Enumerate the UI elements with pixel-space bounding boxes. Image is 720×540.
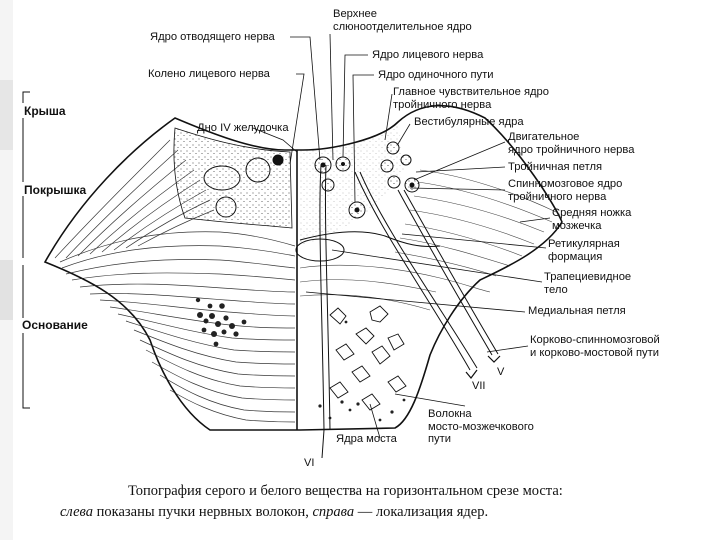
label-fourth-ventricle-floor: Дно IV желудочка — [197, 122, 289, 134]
region-tegmentum: Покрышка — [24, 183, 87, 197]
slide-side-strip — [0, 0, 13, 540]
facial-genu-loops — [203, 154, 284, 218]
nerve-arrows — [465, 355, 501, 379]
nerve-label-vii: VII — [472, 380, 486, 392]
label-medial-lemniscus: Медиальная петля — [528, 305, 626, 317]
nerve-tracts — [319, 164, 499, 459]
region-base: Основание — [22, 318, 88, 332]
pons-outline — [43, 104, 563, 431]
left-fiber-bundles — [54, 139, 296, 423]
reticular-boundary — [299, 231, 441, 247]
label-facial-nucleus: Ядро лицевого нерва — [372, 49, 484, 61]
right-peduncle-fibers — [299, 169, 557, 311]
left-pontine-clusters — [195, 297, 247, 347]
label-vestibular-nuclei: Вестибулярные ядра — [414, 116, 524, 128]
label-pontine-nuclei: Ядра моста — [336, 433, 397, 445]
region-roof: Крыша — [24, 104, 66, 118]
label-trigeminal-lemniscus: Тройничная петля — [508, 161, 603, 173]
region-brackets — [22, 91, 30, 409]
figure-caption: Топография серого и белого вещества на г… — [60, 481, 700, 523]
right-pontine-nuclei — [329, 305, 407, 411]
caption-line-1: Топография серого и белого вещества на г… — [128, 483, 563, 499]
label-facial-genu: Колено лицевого нерва — [148, 68, 270, 80]
right-tegmentum-stipple — [300, 122, 405, 245]
nerve-label-vi: VI — [304, 457, 315, 469]
nerve-label-v: V — [497, 366, 505, 378]
label-abducens-nucleus: Ядро отводящего нерва — [150, 31, 275, 43]
label-solitary-nucleus: Ядро одиночного пути — [378, 69, 494, 81]
leader-lines — [252, 33, 551, 439]
left-tegmentum — [173, 127, 293, 229]
caption-line-2: слева показаны пучки нервных волокон, сп… — [60, 504, 489, 520]
